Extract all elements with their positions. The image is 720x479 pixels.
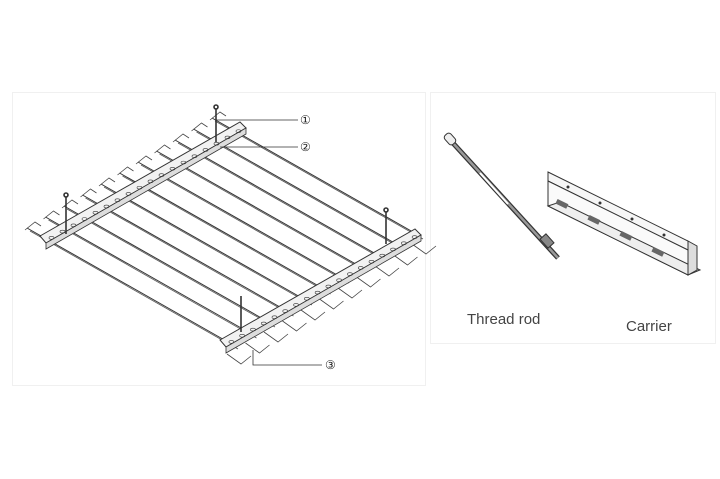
- callout-1: ①: [300, 113, 311, 127]
- carrier-slot: [224, 135, 231, 140]
- callout-leaders: [216, 119, 322, 366]
- carrier-illustration: [546, 171, 702, 276]
- assembly-panel: [12, 92, 426, 386]
- carrier-slot: [235, 129, 242, 133]
- slat: [135, 155, 363, 299]
- carrier-label: Carrier: [626, 318, 672, 335]
- carrier-hole: [630, 217, 634, 221]
- carrier-slot: [368, 260, 375, 264]
- bottom-carrier: [219, 228, 422, 354]
- carrier-slot: [390, 247, 396, 252]
- carrier-slot: [619, 230, 633, 241]
- hanger-rods: [63, 104, 389, 332]
- slat: [43, 210, 270, 354]
- callout-3: ③: [325, 358, 336, 372]
- thread-rod-illustration: [443, 132, 560, 260]
- carrier-slot: [114, 198, 121, 202]
- carrier-slot: [213, 141, 220, 146]
- carrier-slot: [411, 235, 418, 239]
- callout-2: ②: [300, 140, 311, 154]
- carrier-hole: [662, 233, 666, 237]
- carrier-slot: [271, 315, 278, 319]
- carrier-slot: [136, 185, 143, 190]
- components-panel: [430, 92, 716, 344]
- slat: [98, 177, 326, 321]
- carrier-slot: [347, 272, 353, 276]
- carrier-slot: [59, 229, 66, 234]
- carrier-slot: [357, 266, 364, 270]
- carrier-slot: [125, 192, 132, 196]
- slat: [117, 166, 344, 310]
- thread-rod-label: Thread rod: [467, 311, 541, 328]
- carrier-slot: [228, 340, 235, 344]
- carrier-slot: [48, 236, 55, 240]
- carrier-slot: [555, 198, 569, 209]
- carrier-slot: [158, 173, 165, 177]
- carrier-slot: [180, 160, 187, 165]
- carrier-slot: [250, 327, 256, 332]
- carrier-slot: [147, 179, 154, 184]
- carrier-slot: [325, 284, 332, 289]
- slat: [154, 144, 381, 288]
- slat: [191, 122, 418, 266]
- carrier-slot: [239, 334, 245, 338]
- carrier-slot: [191, 154, 198, 158]
- carrier-hole: [598, 201, 602, 205]
- carrier-slot: [304, 297, 310, 301]
- carrier-slot: [293, 303, 299, 307]
- carrier-slot: [401, 241, 407, 245]
- carrier-slot: [651, 246, 665, 257]
- carrier-slot: [103, 204, 110, 209]
- carrier-hole: [566, 185, 570, 189]
- slats: [24, 111, 437, 365]
- carrier-slot: [92, 211, 99, 215]
- carrier-slot: [202, 148, 209, 152]
- carrier-slot: [70, 223, 77, 228]
- slat: [172, 133, 400, 277]
- carrier-slot: [379, 253, 386, 258]
- carrier-slot: [336, 278, 342, 282]
- carrier-slot: [314, 290, 321, 295]
- slat: [80, 188, 307, 332]
- carrier-slot: [260, 321, 267, 326]
- slat: [24, 221, 252, 365]
- carrier-slot: [81, 217, 88, 221]
- carrier-slot: [587, 214, 601, 225]
- top-carrier: [39, 121, 247, 250]
- carrier-slot: [169, 167, 176, 171]
- carrier-slot: [282, 309, 289, 313]
